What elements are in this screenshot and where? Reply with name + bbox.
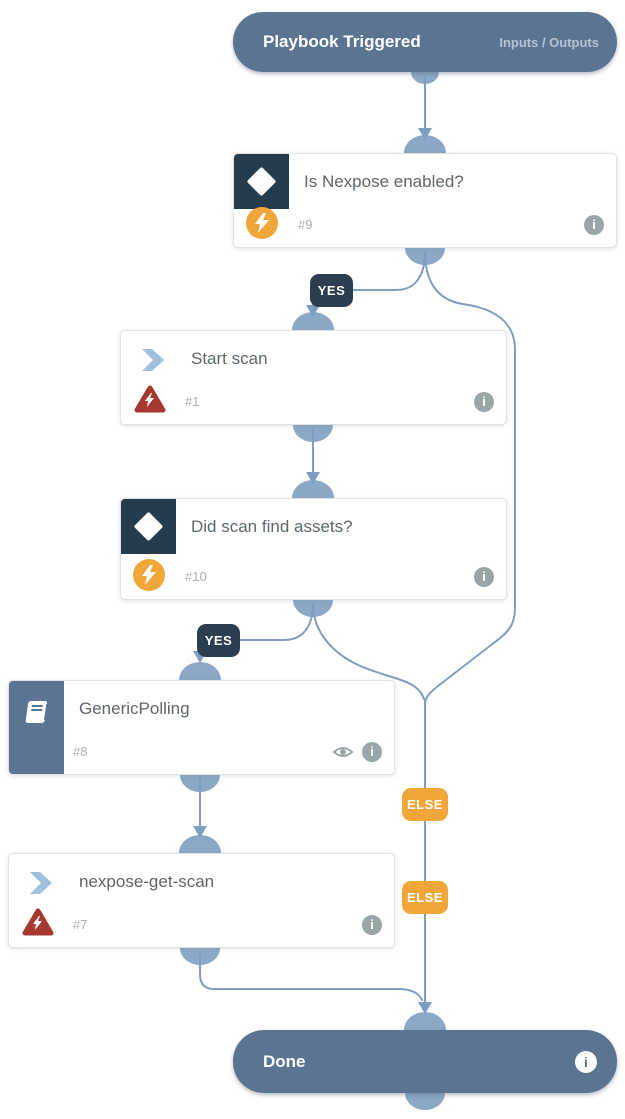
task-id: #10 [185, 569, 207, 584]
info-icon[interactable] [575, 1050, 597, 1073]
inputs-outputs-link[interactable]: Inputs / Outputs [499, 34, 599, 50]
node-done[interactable]: Done [233, 1030, 617, 1093]
task-id: #7 [73, 917, 88, 932]
edge-label-else-nexpose: ELSE [402, 788, 448, 821]
node-title: Done [263, 1051, 306, 1071]
info-icon[interactable] [474, 567, 494, 587]
lightning-circle-icon [246, 207, 278, 239]
eye-icon[interactable] [332, 742, 354, 762]
node-title: Did scan find assets? [191, 517, 353, 536]
book-icon [25, 701, 48, 723]
info-icon[interactable] [474, 392, 494, 412]
info-icon[interactable] [584, 215, 604, 235]
node-title: GenericPolling [79, 699, 190, 718]
info-icon[interactable] [362, 742, 382, 762]
task-id: #9 [298, 217, 313, 232]
error-triangle-icon [22, 908, 54, 937]
task-id: #8 [73, 744, 88, 759]
diamond-icon [246, 166, 277, 197]
node-playbook-triggered[interactable]: Playbook Triggered Inputs / Outputs [233, 12, 617, 72]
edge-label-yes-assets: YES [197, 624, 240, 657]
info-icon[interactable] [362, 915, 382, 935]
node-title: nexpose-get-scan [79, 872, 215, 891]
node-start-scan[interactable]: Start scan #1 [120, 330, 507, 425]
condition-icon-box [121, 499, 176, 554]
node-generic-polling[interactable]: GenericPolling #8 [8, 680, 395, 775]
node-title: Start scan [191, 349, 268, 368]
lightning-circle-icon [133, 559, 165, 591]
chevron-icon [139, 346, 167, 374]
edge-label-yes-nexpose: YES [310, 274, 353, 307]
diamond-icon [133, 511, 164, 542]
chevron-icon [27, 869, 55, 897]
edge-arrowheads [193, 128, 432, 1014]
node-title: Playbook Triggered [263, 32, 421, 51]
edge-label-else-assets: ELSE [402, 881, 448, 914]
node-did-scan-find-assets[interactable]: Did scan find assets? #10 [120, 498, 507, 600]
condition-icon-box [234, 154, 289, 209]
node-title: Is Nexpose enabled? [304, 172, 464, 191]
node-is-nexpose-enabled[interactable]: Is Nexpose enabled? #9 [233, 153, 617, 248]
edge-lines [199, 75, 516, 1005]
node-nexpose-get-scan[interactable]: nexpose-get-scan #7 [8, 853, 395, 948]
sub-playbook-strip [9, 681, 64, 774]
task-id: #1 [185, 394, 200, 409]
error-triangle-icon [134, 385, 166, 414]
